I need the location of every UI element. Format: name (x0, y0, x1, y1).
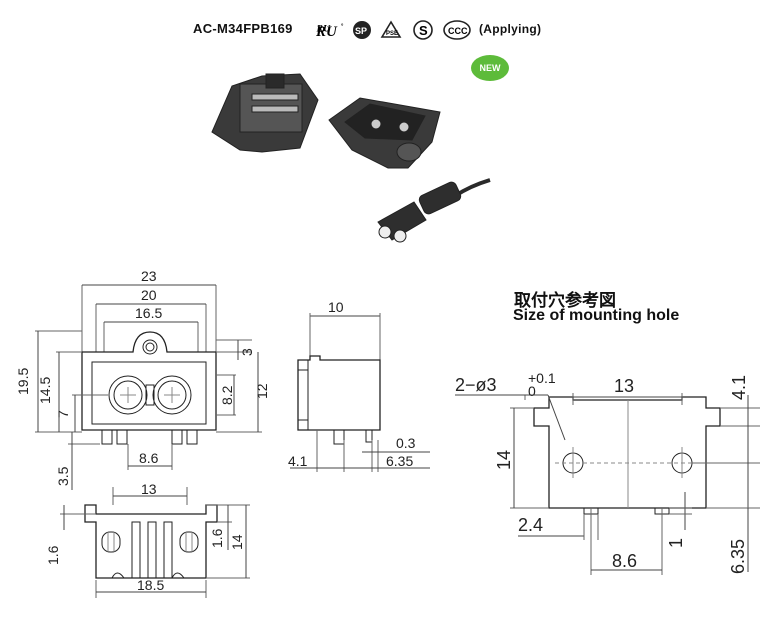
dim-side-4-1: 4.1 (288, 453, 308, 469)
mounting-hole-drawing (455, 393, 760, 575)
dim-front-3: 3 (239, 348, 255, 356)
dim-front-19-5: 19.5 (15, 368, 31, 395)
dim-front-14-5: 14.5 (37, 377, 53, 404)
dim-bottom-14: 14 (229, 534, 245, 550)
svg-text:CCC: CCC (448, 26, 468, 36)
model-title: AC-M34FPB169 (193, 21, 293, 36)
dim-hole-8-6: 8.6 (612, 551, 637, 571)
hole-tolerance-zero: 0 (528, 383, 536, 399)
s-mark-cert-icon: S (412, 20, 434, 40)
dim-side-0-3: 0.3 (396, 435, 416, 451)
dim-bottom-18-5: 18.5 (137, 577, 164, 593)
pse-cert-icon: PSE (380, 20, 402, 40)
dim-side-6-35: 6.35 (386, 453, 413, 469)
dim-front-16-5: 16.5 (135, 305, 162, 321)
dim-hole-13: 13 (614, 376, 634, 396)
mounting-title-cn: 取付穴参考図 (514, 291, 616, 311)
svg-text:SP: SP (355, 26, 367, 36)
front-view-drawing (35, 284, 262, 490)
connector-back-photo (211, 73, 319, 153)
dim-front-7: 7 (55, 410, 71, 418)
dim-front-8-6: 8.6 (139, 450, 159, 466)
side-view-drawing (290, 313, 430, 472)
dim-hole-2-4: 2.4 (518, 515, 543, 535)
connector-front-photo (328, 97, 441, 169)
dim-hole-14: 14 (494, 450, 514, 470)
csa-cert-icon: SP (351, 20, 373, 40)
dim-front-23: 23 (141, 268, 157, 284)
svg-text:ᴿᵁ: ᴿᵁ (316, 23, 331, 40)
dim-hole-1: 1 (666, 538, 686, 548)
svg-text:RU: RU (315, 24, 338, 40)
bottom-view-drawing (60, 487, 250, 598)
svg-text:°: ° (341, 24, 344, 30)
svg-text:PSE: PSE (386, 31, 398, 37)
hole-spec-label: 2−ø3 (455, 375, 497, 395)
cable-plug-photo (377, 178, 491, 243)
mounting-title-en: Size of mounting hole (513, 307, 680, 324)
dim-front-20: 20 (141, 287, 157, 303)
svg-text:S: S (419, 23, 428, 38)
dim-bottom-13: 13 (141, 481, 157, 497)
ccc-cert-icon: CCC (442, 20, 472, 40)
dim-front-12: 12 (254, 383, 270, 399)
dim-hole-4-1: 4.1 (729, 375, 749, 400)
dim-front-3-5: 3.5 (55, 466, 71, 486)
new-badge: NEW (471, 55, 509, 81)
dim-bottom-1-6-left: 1.6 (45, 545, 61, 565)
dim-side-10: 10 (328, 299, 344, 315)
hole-tolerance-plus: +0.1 (528, 370, 556, 386)
dim-front-8-2: 8.2 (219, 385, 235, 405)
dim-hole-6-35: 6.35 (728, 539, 748, 574)
applying-label: (Applying) (479, 22, 542, 36)
dim-bottom-1-6-right: 1.6 (209, 528, 225, 548)
